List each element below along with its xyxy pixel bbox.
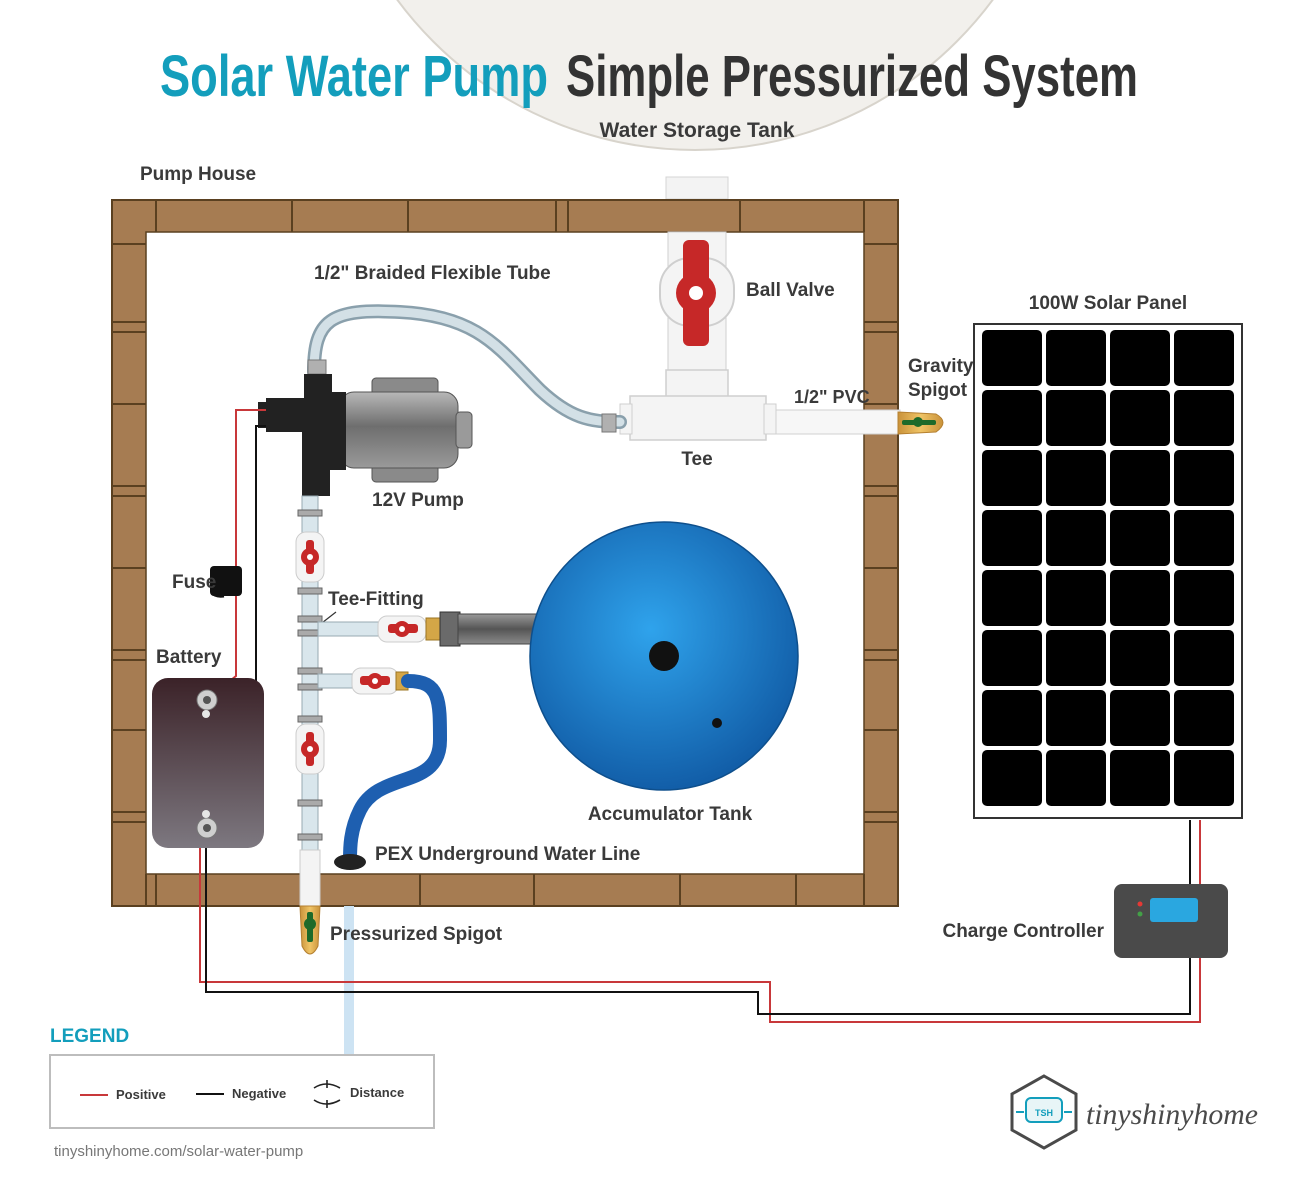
pex-branch — [317, 667, 448, 870]
charge-controller-label: Charge Controller — [942, 921, 1104, 942]
solar-cell — [1046, 570, 1106, 626]
ball-valve-label: Ball Valve — [746, 280, 835, 301]
solar-cell — [1174, 390, 1234, 446]
solar-cell — [1046, 690, 1106, 746]
solar-cell — [982, 570, 1042, 626]
solar-cell — [1110, 690, 1170, 746]
solar-cell — [1110, 510, 1170, 566]
pvc-pipe — [775, 409, 901, 435]
solar-cell — [982, 450, 1042, 506]
pump — [258, 374, 473, 496]
solar-cell — [1174, 510, 1234, 566]
solar-cell — [1046, 330, 1106, 386]
battery — [152, 678, 264, 848]
accumulator-tank — [529, 521, 799, 791]
solar-cell — [1046, 510, 1106, 566]
braided-flexible-tube — [307, 304, 627, 433]
solar-cell — [1110, 390, 1170, 446]
solar-cell — [982, 630, 1042, 686]
solar-cell — [1110, 630, 1170, 686]
pressurized-spigot-label: Pressurized Spigot — [330, 924, 503, 945]
tee-label: Tee — [681, 449, 712, 470]
svg-text:TSH: TSH — [1035, 1108, 1053, 1118]
solar-cell — [1174, 570, 1234, 626]
distance-icon — [313, 1080, 341, 1108]
brand-name: tinyshinyhome — [1086, 1098, 1258, 1131]
solar-cell — [1046, 630, 1106, 686]
solar-cell — [1046, 390, 1106, 446]
source-url: tinyshinyhome.com/solar-water-pump — [54, 1143, 303, 1160]
solar-cell — [982, 330, 1042, 386]
braided-tube-label: 1/2" Braided Flexible Tube — [314, 263, 551, 284]
title-secondary: Simple Pressurized System — [566, 44, 1138, 109]
solar-cell — [1046, 750, 1106, 806]
solar-cell — [982, 510, 1042, 566]
solar-cell — [1110, 570, 1170, 626]
legend-box: Positive Negative Distance — [49, 1054, 435, 1129]
solar-cell — [982, 750, 1042, 806]
fuse — [210, 566, 242, 598]
legend-title: LEGEND — [50, 1026, 129, 1047]
water-storage-tank — [396, 0, 994, 200]
solar-cell — [1174, 450, 1234, 506]
solar-cells — [982, 330, 1234, 806]
pex-label: PEX Underground Water Line — [375, 844, 640, 865]
charge-controller — [1114, 884, 1228, 958]
pump-house-label: Pump House — [140, 164, 256, 185]
battery-label: Battery — [156, 647, 222, 668]
legend-positive-label: Positive — [116, 1087, 166, 1102]
solar-cell — [1174, 690, 1234, 746]
legend-distance-label: Distance — [350, 1085, 404, 1100]
fuse-label: Fuse — [172, 572, 216, 593]
solar-cell — [1174, 750, 1234, 806]
gravity-spigot — [897, 411, 944, 435]
solar-cell — [1110, 750, 1170, 806]
solar-cell — [982, 390, 1042, 446]
solar-panel — [973, 323, 1243, 819]
solar-panel-label: 100W Solar Panel — [1029, 293, 1187, 314]
pump-label: 12V Pump — [372, 490, 464, 511]
accumulator-branch — [317, 611, 539, 647]
water-storage-tank-label: Water Storage Tank — [600, 119, 795, 142]
solar-cell — [1174, 330, 1234, 386]
brand-logo: TSH tinyshinyhome — [1010, 1074, 1258, 1150]
gravity-spigot-label-1: Gravity — [908, 356, 974, 377]
solar-cell — [1174, 630, 1234, 686]
main-line-valve-upper — [295, 531, 325, 583]
accumulator-tank-label: Accumulator Tank — [588, 804, 753, 825]
pressurized-spigot — [299, 849, 321, 955]
solar-cell — [1110, 450, 1170, 506]
solar-cell — [1046, 450, 1106, 506]
title-primary: Solar Water Pump — [160, 44, 548, 109]
solar-cell — [982, 690, 1042, 746]
tee-fitting-label: Tee-Fitting — [328, 589, 424, 610]
solar-cell — [1110, 330, 1170, 386]
ball-valve — [659, 240, 735, 346]
pvc-label: 1/2" PVC — [794, 387, 870, 407]
gravity-spigot-label-2: Spigot — [908, 380, 968, 401]
legend-negative-label: Negative — [232, 1086, 286, 1101]
main-line-valve-lower — [295, 723, 325, 775]
